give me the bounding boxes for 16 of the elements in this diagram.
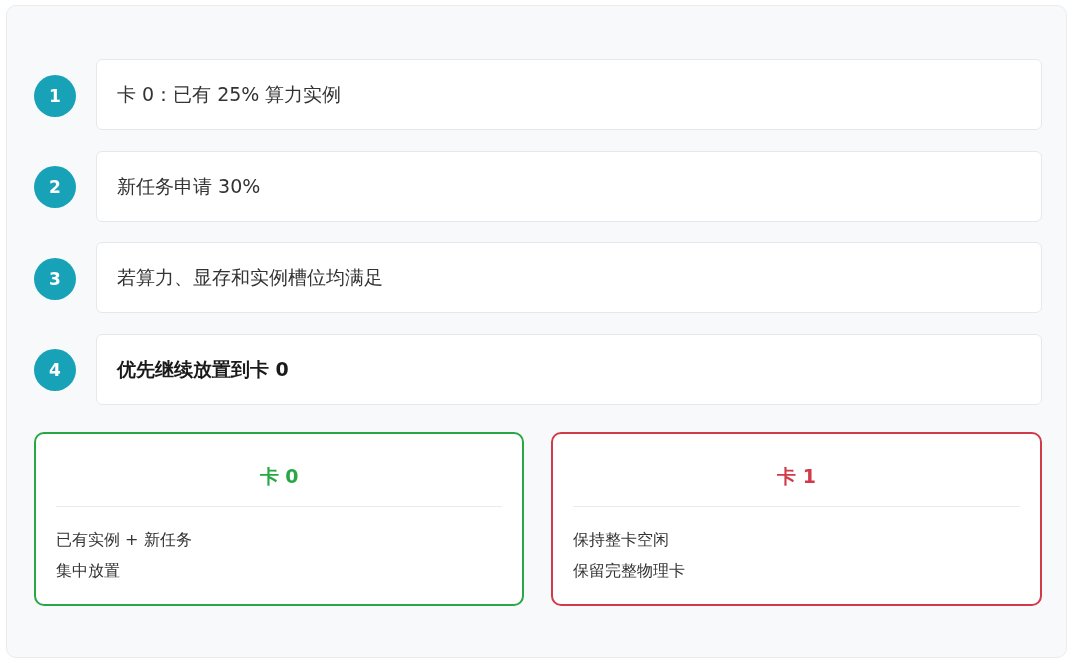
card-text: 已有实例 + 新任务: [56, 529, 192, 551]
step-text: 卡 0：已有 25% 算力实例: [117, 81, 342, 107]
card: [34, 432, 524, 606]
card: [551, 432, 1042, 606]
card-text: 保持整卡空闲: [573, 529, 669, 551]
card-text: 保留完整物理卡: [573, 560, 685, 582]
step-box: [96, 59, 1042, 130]
card-title: 卡 0: [258, 464, 300, 489]
step-box: [96, 242, 1042, 313]
step-text: 优先继续放置到卡 0: [117, 356, 289, 382]
card-title: 卡 1: [776, 464, 817, 489]
step-box: [96, 334, 1042, 405]
step-text: 新任务申请 30%: [117, 173, 261, 199]
step-box: [96, 151, 1042, 222]
card-text: 集中放置: [56, 560, 120, 582]
step-text: 若算力、显存和实例槽位均满足: [117, 264, 383, 290]
